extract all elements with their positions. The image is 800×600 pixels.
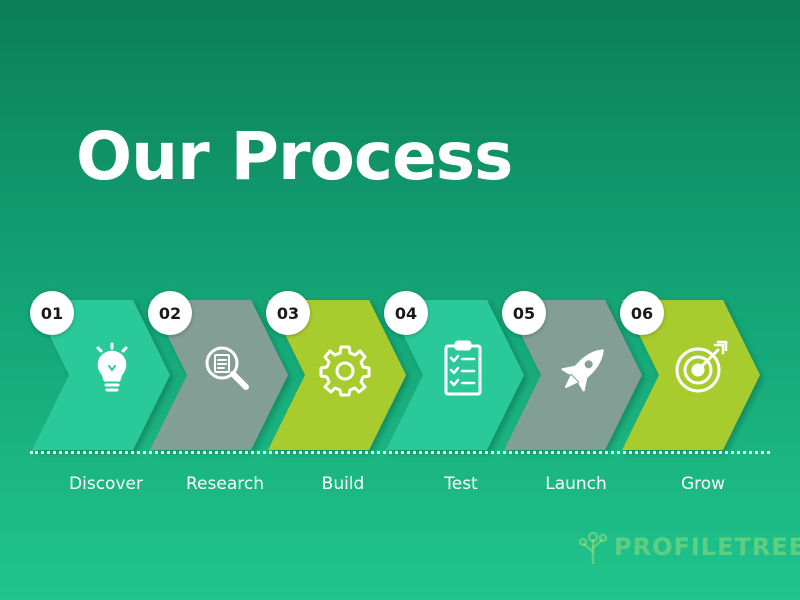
watermark-text: PROFILETREE [614, 533, 800, 561]
rocket-icon [561, 349, 604, 392]
step-number-badge: 06 [620, 291, 664, 335]
magnifier-document-icon [205, 346, 249, 390]
step-number-badge: 03 [266, 291, 310, 335]
step-label: Test [444, 474, 478, 494]
step-label: Research [186, 474, 264, 494]
watermark-logo: PROFILETREE [578, 530, 800, 564]
step-number-badge: 01 [30, 291, 74, 335]
target-icon [675, 340, 728, 393]
chevron-step-2 [150, 300, 288, 450]
dotted-divider [30, 451, 770, 454]
step-label: Grow [680, 474, 726, 494]
chevron-step-4 [386, 300, 524, 450]
page-title: Our Process [76, 118, 513, 195]
chevron-step-1 [32, 300, 170, 450]
step-label: Build [321, 474, 365, 494]
step-label: Discover [69, 474, 143, 494]
chevron-step-6 [622, 300, 760, 450]
gear-icon [319, 345, 371, 397]
step-number-badge: 05 [502, 291, 546, 335]
checklist-clipboard-icon [444, 340, 482, 396]
step-number-badge: 04 [384, 291, 428, 335]
lightbulb-icon [96, 342, 128, 392]
step-label: Launch [545, 474, 607, 494]
step-number-badge: 02 [148, 291, 192, 335]
tree-logo-icon [578, 531, 608, 564]
